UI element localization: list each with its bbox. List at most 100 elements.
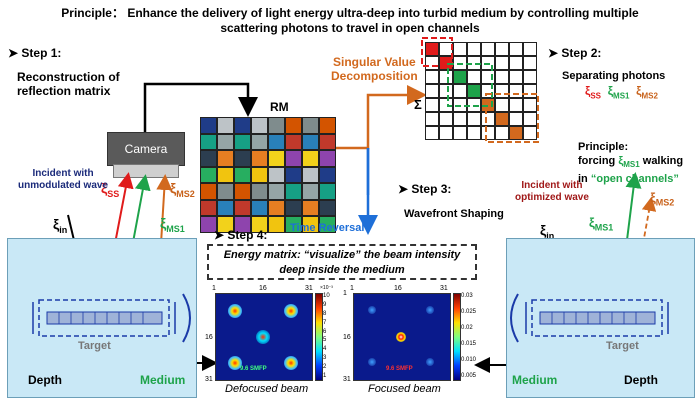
left-target-label: Target <box>78 340 111 352</box>
sigma-cell <box>481 70 495 84</box>
sigma-cell <box>523 98 537 112</box>
sigma-cell <box>467 42 481 56</box>
sigma-cell <box>481 42 495 56</box>
rm-cell <box>200 216 217 233</box>
sigma-cell <box>439 70 453 84</box>
sigma-cell <box>439 98 453 112</box>
defocused-caption: Defocused beam <box>225 383 309 395</box>
step1-desc-2: reflection matrix <box>17 84 111 98</box>
sigma-cell <box>467 84 481 98</box>
step4-label: ➤ Step 4: <box>214 228 267 242</box>
rm-cell <box>268 117 285 134</box>
time-reversal-label: Time Reversal <box>290 222 365 234</box>
title-line-2: scattering photons to travel in open cha… <box>220 21 480 35</box>
step2-text: Step 2: <box>561 46 602 60</box>
rm-cell <box>217 216 234 233</box>
sigma-cell <box>509 42 523 56</box>
rm-cell <box>319 183 336 200</box>
rm-cell <box>285 166 302 184</box>
reflection-matrix <box>200 117 336 233</box>
rm-cell <box>285 150 302 167</box>
rm-cell <box>268 150 285 167</box>
sigma-cell <box>509 98 523 112</box>
step3-label: ➤ Step 3: <box>398 182 451 196</box>
svd-line-2: Decomposition <box>331 69 418 83</box>
sigma-cell <box>495 98 509 112</box>
colorbar-tick: 4 <box>323 346 327 353</box>
sigma-cell <box>453 126 467 140</box>
left-incident-text: Incident with unmodulated wave <box>18 168 108 192</box>
sigma-label: Σ <box>414 97 422 112</box>
colorbar-tick: 0.015 <box>461 341 477 347</box>
rm-cell <box>268 133 285 151</box>
colorbar-tick: 0.03 <box>461 293 473 299</box>
rm-cell <box>234 150 251 167</box>
rm-cell <box>302 183 319 200</box>
focused-tick-top-16: 16 <box>394 285 402 292</box>
energy-box-line-2: deep inside the medium <box>279 264 405 276</box>
camera-to-rm-arrow <box>143 82 258 132</box>
colorbar-tick: 6 <box>323 328 327 335</box>
sigma-cell <box>425 84 439 98</box>
rm-cell <box>234 183 251 200</box>
defocused-cbar-exp: ×10⁻³ <box>320 285 333 291</box>
right-target-layer <box>510 293 669 343</box>
rm-cell <box>319 117 336 134</box>
focused-tick-left-1: 1 <box>343 290 347 297</box>
sigma-cell <box>453 70 467 84</box>
xi-ss-label: ξSS <box>101 180 120 199</box>
rm-cell <box>234 199 251 217</box>
sigma-cell <box>495 56 509 70</box>
rm-cell <box>319 199 336 217</box>
rm-cell <box>302 150 319 167</box>
sigma-cell <box>439 112 453 126</box>
right-depth-label: Depth <box>624 373 658 387</box>
rm-cell <box>319 166 336 184</box>
colorbar-tick: 5 <box>323 337 327 344</box>
rm-cell <box>200 183 217 200</box>
step1-text: Step 1: <box>21 46 62 60</box>
left-incident-line-2: unmodulated wave <box>18 180 109 191</box>
sigma-cell <box>495 70 509 84</box>
rm-cell <box>200 133 217 151</box>
colorbar-tick: 0.02 <box>461 325 473 331</box>
colorbar-tick: 0.025 <box>461 309 477 315</box>
sigma-cell <box>439 126 453 140</box>
rm-cell <box>200 166 217 184</box>
sigma-cell <box>425 112 439 126</box>
rm-cell <box>234 133 251 151</box>
colorbar-tick: 2 <box>323 364 327 371</box>
rm-cell <box>302 216 319 233</box>
sigma-cell <box>453 84 467 98</box>
rm-to-svd-arrow <box>336 85 427 150</box>
principle-right: Principle: forcing ξMS1 walking in “open… <box>578 140 683 186</box>
focused-tick-top-31: 31 <box>440 285 448 292</box>
rm-cell <box>200 199 217 217</box>
focused-colorbar <box>453 293 461 381</box>
rm-cell <box>268 216 285 233</box>
focused-smfp: 9.6 SMFP <box>386 366 413 372</box>
sigma-cell <box>509 126 523 140</box>
arrow-bullet-icon: ➤ <box>548 46 562 60</box>
defocused-smfp: 9.6 SMFP <box>240 366 267 372</box>
defocused-tick-top-31: 31 <box>305 285 313 292</box>
step1-label: ➤ Step 1: <box>8 46 61 60</box>
sigma-cell <box>467 112 481 126</box>
rm-cell <box>217 199 234 217</box>
rm-cell <box>217 166 234 184</box>
left-target-layer <box>32 293 191 343</box>
sigma-cell <box>495 42 509 56</box>
rm-cell <box>251 150 268 167</box>
sigma-cell <box>481 126 495 140</box>
rm-cell <box>251 133 268 151</box>
energy-box-line-1: Energy matrix: “visualize” the beam inte… <box>223 249 461 261</box>
right-medium-label: Medium <box>512 373 558 387</box>
rm-label: RM <box>270 100 289 114</box>
right-target-label: Target <box>606 340 639 352</box>
step1-desc-1: Reconstruction of <box>17 70 120 84</box>
defocused-colorbar <box>315 293 323 381</box>
rm-cell <box>319 150 336 167</box>
rm-cell <box>217 133 234 151</box>
step3-text: Step 3: <box>411 182 452 196</box>
